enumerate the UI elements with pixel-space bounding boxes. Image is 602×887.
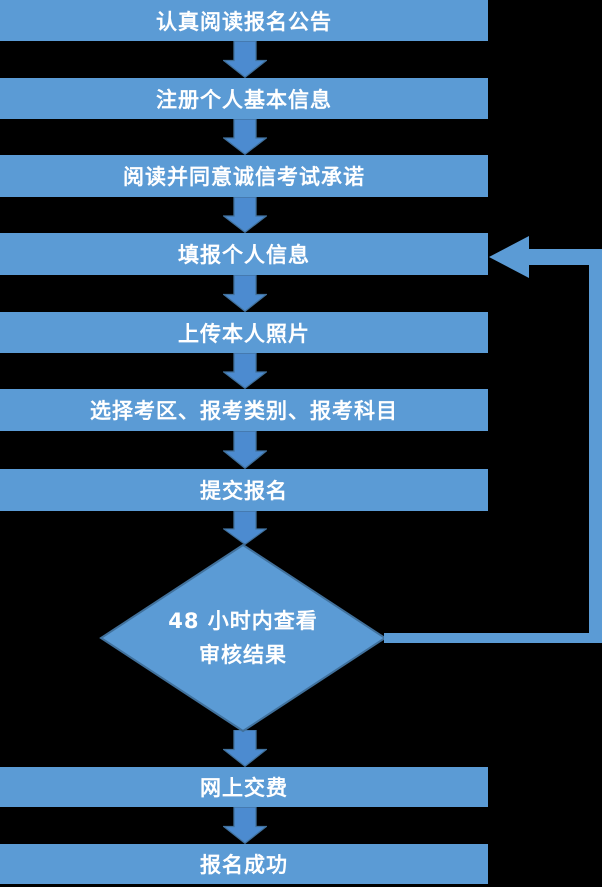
step-box-pay-online: 网上交费 [0, 767, 488, 807]
decision-label-line1: 48 小时内查看 [168, 609, 318, 633]
loop-connector-top-shaft [527, 249, 602, 265]
step-box-select-area-category-subject: 选择考区、报考类别、报考科目 [0, 389, 488, 431]
down-arrow-icon [223, 807, 267, 844]
step-box-upload-photo: 上传本人照片 [0, 312, 488, 353]
step-box-registration-success: 报名成功 [0, 844, 488, 884]
down-arrow-icon [223, 41, 267, 78]
loop-connector-vertical [589, 249, 602, 643]
decision-label: 48 小时内查看 审核结果 [98, 542, 388, 734]
step-label: 上传本人照片 [178, 321, 310, 346]
down-arrow-icon [223, 431, 267, 469]
decision-diamond [98, 542, 388, 734]
loop-connector-bottom [384, 633, 602, 643]
down-arrow-icon [223, 197, 267, 233]
step-label: 填报个人信息 [178, 243, 310, 267]
step-box-submit-registration: 提交报名 [0, 469, 488, 511]
step-label: 网上交费 [200, 776, 288, 800]
step-box-agree-integrity-pledge: 阅读并同意诚信考试承诺 [0, 155, 488, 197]
step-box-fill-personal-info: 填报个人信息 [0, 233, 488, 275]
down-arrow-icon [223, 275, 267, 312]
down-arrow-icon [223, 730, 267, 767]
down-arrow-icon [223, 353, 267, 389]
step-label: 阅读并同意诚信考试承诺 [123, 165, 365, 189]
step-box-register-basic-info: 注册个人基本信息 [0, 78, 488, 119]
down-arrow-icon [223, 119, 267, 155]
step-box-read-announcement: 认真阅读报名公告 [0, 0, 488, 41]
step-label: 报名成功 [200, 853, 288, 877]
step-label: 认真阅读报名公告 [156, 9, 332, 34]
step-label: 提交报名 [200, 479, 288, 503]
loop-arrowhead-left-icon [489, 236, 529, 278]
down-arrow-icon [223, 511, 267, 545]
step-label: 注册个人基本信息 [156, 87, 332, 112]
step-label: 选择考区、报考类别、报考科目 [90, 399, 398, 423]
decision-label-line2: 审核结果 [199, 643, 287, 667]
